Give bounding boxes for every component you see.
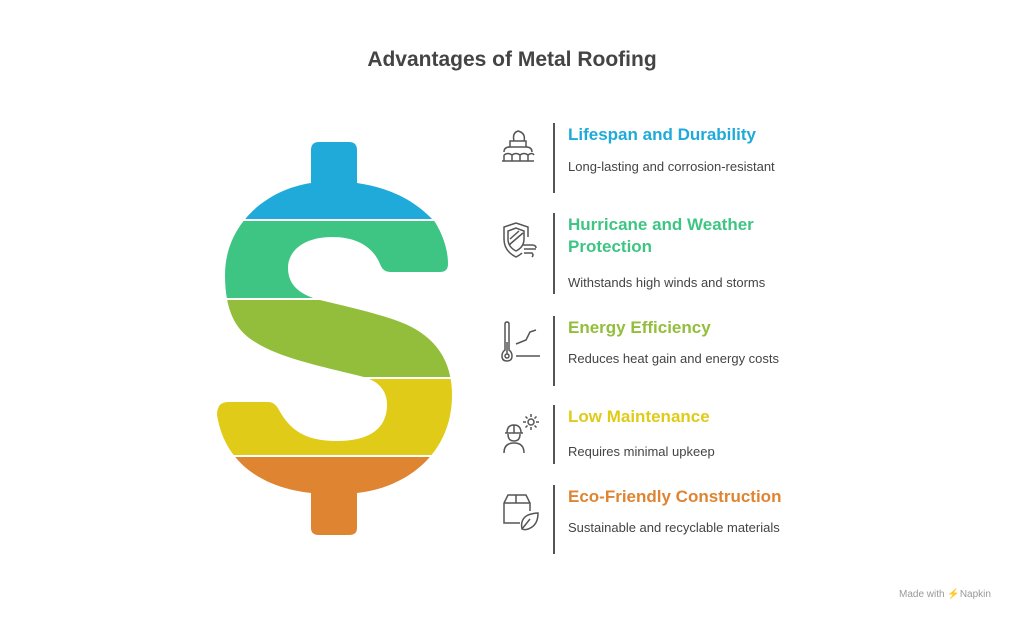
divider	[553, 405, 555, 464]
divider	[553, 123, 555, 193]
page-title: Advantages of Metal Roofing	[367, 48, 657, 71]
item-description: Withstands high winds and storms	[568, 275, 766, 290]
divider	[553, 213, 555, 294]
item-energy: Energy Efficiency Reduces heat gain and …	[490, 316, 810, 386]
item-title: Eco-Friendly Construction	[568, 487, 782, 506]
thermometer-icon	[501, 321, 540, 362]
napkin-logo-icon: ⚡	[947, 589, 960, 600]
divider	[553, 316, 555, 386]
band-hurricane	[217, 221, 452, 298]
napkin-brand: Napkin	[959, 589, 991, 600]
made-with-label: Made with	[899, 589, 945, 600]
worker-gear-icon	[503, 414, 539, 454]
item-title: Low Maintenance	[568, 407, 710, 426]
band-eco	[217, 457, 452, 535]
item-lifespan: Lifespan and Durability Long-lasting and…	[490, 123, 810, 193]
item-description: Reduces heat gain and energy costs	[568, 351, 780, 366]
item-title: Hurricane and Weather Protection	[568, 215, 754, 256]
band-lifespan	[217, 142, 452, 219]
box-leaf-icon	[503, 494, 539, 531]
item-hurricane: Hurricane and Weather Protection Withsta…	[490, 213, 810, 294]
item-maintenance: Low Maintenance Requires minimal upkeep	[490, 405, 810, 464]
item-title: Energy Efficiency	[568, 318, 711, 337]
made-with-napkin[interactable]: Made with ⚡Napkin	[899, 589, 991, 600]
shield-wind-icon	[503, 222, 537, 258]
item-description: Sustainable and recyclable materials	[568, 520, 780, 535]
item-description: Requires minimal upkeep	[568, 444, 715, 459]
item-title: Lifespan and Durability	[568, 125, 756, 144]
item-eco: Eco-Friendly Construction Sustainable an…	[490, 485, 810, 554]
roof-tiles-icon	[502, 130, 535, 162]
divider	[553, 485, 555, 554]
band-energy	[217, 300, 452, 377]
item-description: Long-lasting and corrosion-resistant	[568, 159, 775, 174]
band-maintenance	[217, 379, 452, 455]
